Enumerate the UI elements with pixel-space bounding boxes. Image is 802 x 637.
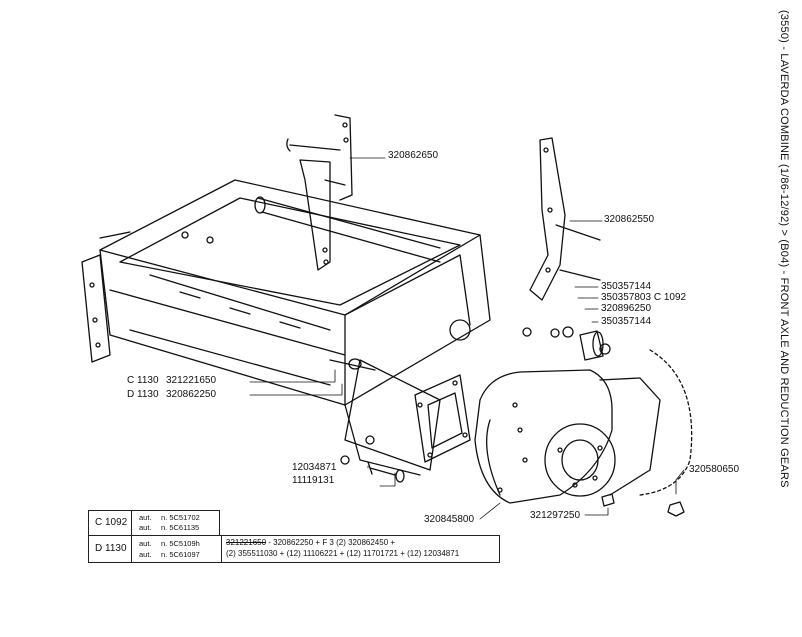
part-label-320862650: 320862650 <box>388 150 439 161</box>
table-divider <box>131 536 132 562</box>
bolt-washer-drawing <box>367 461 405 483</box>
table-divider <box>131 511 132 535</box>
struck-part-number: 321221650 <box>226 538 267 547</box>
part-label-320896250: 320896250 <box>601 303 652 314</box>
table-aut-2: aut. <box>139 523 152 532</box>
part-label-321297250: 321297250 <box>530 510 581 521</box>
upright-bracket-drawing <box>286 114 353 271</box>
table-row-c1092: C 1092 aut. n. 5C51702 aut. n. 5C61135 <box>88 510 220 536</box>
table-model-c1092: C 1092 <box>95 517 128 528</box>
table-parts-line-2: (2) 355511030 + (12) 11106221 + (12) 117… <box>226 549 460 558</box>
variant-label-d1130: D 1130 <box>127 389 159 400</box>
leader-lines <box>249 157 685 520</box>
table-serial-4: n. 5C61097 <box>161 550 200 559</box>
table-aut-4: aut. <box>139 550 152 559</box>
part-label-350357144-a: 350357144 <box>601 281 652 292</box>
table-serial-1: n. 5C51702 <box>161 513 200 522</box>
part-label-320862250: 320862250 <box>166 389 217 400</box>
variant-label-c1130: C 1130 <box>127 375 159 386</box>
table-parts-line-1: 321221650 - 320862250 + F 3 (2) 32086245… <box>226 538 395 547</box>
table-model-d1130: D 1130 <box>95 543 127 554</box>
table-serial-3: n. 5C5109h <box>161 539 200 548</box>
page-title: (3550) - LAVERDA COMBINE (1/86-12/92) > … <box>778 10 790 488</box>
table-row-d1130: D 1130 aut. n. 5C5109h aut. n. 5C61097 3… <box>88 535 500 563</box>
table-divider <box>221 536 222 562</box>
part-label-11119131: 11119131 <box>292 475 335 486</box>
part-label-350357803: 350357803 C 1092 <box>601 292 687 303</box>
part-label-321221650: 321221650 <box>166 375 217 386</box>
reduction-gear-housing-drawing <box>474 349 693 504</box>
table-aut-3: aut. <box>139 539 152 548</box>
bushing-parts-drawing <box>522 326 611 361</box>
part-label-320580650: 320580650 <box>689 464 740 475</box>
side-bracket-drawing <box>529 137 601 301</box>
table-serial-2: n. 5C61135 <box>161 523 200 532</box>
table-aut-1: aut. <box>139 513 152 522</box>
gasket-plate-drawing <box>414 374 471 463</box>
part-label-320862550: 320862550 <box>604 214 655 225</box>
parts-line-1-rest: - 320862250 + F 3 (2) 320862450 + <box>266 538 396 547</box>
small-bolt-drawing <box>601 493 685 517</box>
part-label-350357144-b: 350357144 <box>601 316 652 327</box>
part-label-320845800: 320845800 <box>424 514 475 525</box>
axle-frame-drawing <box>81 179 491 476</box>
part-label-12034871: 12034871 <box>292 462 337 473</box>
